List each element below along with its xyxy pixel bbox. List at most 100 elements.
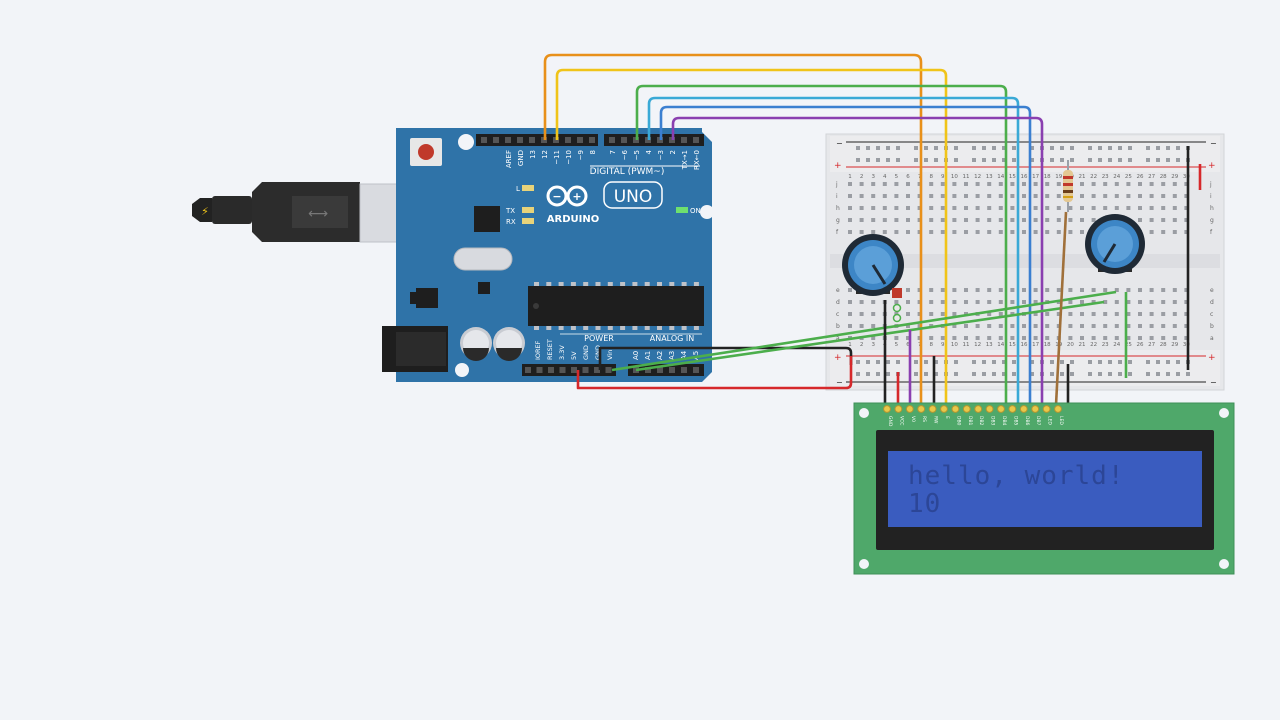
rail-hole[interactable]	[934, 146, 938, 150]
header-hole[interactable]	[582, 367, 589, 373]
breadboard-hole[interactable]	[917, 206, 922, 210]
breadboard-hole[interactable]	[1114, 324, 1119, 328]
breadboard-hole[interactable]	[1010, 206, 1015, 210]
breadboard-hole[interactable]	[929, 218, 934, 222]
breadboard-hole[interactable]	[1138, 312, 1142, 316]
rail-hole[interactable]	[1108, 372, 1112, 376]
breadboard-hole[interactable]	[1172, 288, 1177, 292]
breadboard-hole[interactable]	[848, 194, 852, 198]
rail-hole[interactable]	[856, 158, 860, 162]
rail-hole[interactable]	[866, 158, 870, 162]
rail-hole[interactable]	[914, 372, 918, 376]
header-hole[interactable]	[693, 367, 699, 373]
header-hole[interactable]	[693, 137, 699, 143]
header-hole[interactable]	[657, 367, 663, 373]
breadboard-hole[interactable]	[871, 230, 876, 234]
lcd-pin[interactable]	[1031, 405, 1040, 413]
rail-hole[interactable]	[982, 372, 986, 376]
header-hole[interactable]	[605, 367, 612, 373]
breadboard-hole[interactable]	[940, 194, 945, 198]
breadboard-hole[interactable]	[848, 218, 852, 222]
breadboard-hole[interactable]	[1080, 182, 1084, 186]
breadboard-hole[interactable]	[1161, 218, 1166, 222]
wire-green-analog-1[interactable]	[611, 290, 1117, 372]
breadboard-hole[interactable]	[1149, 194, 1154, 198]
rail-hole[interactable]	[1176, 372, 1180, 376]
rail-hole[interactable]	[924, 146, 928, 150]
rail-hole[interactable]	[954, 372, 958, 376]
header-hole[interactable]	[517, 137, 523, 143]
rail-hole[interactable]	[1166, 146, 1170, 150]
header-hole[interactable]	[681, 367, 687, 373]
breadboard-hole[interactable]	[1103, 300, 1108, 304]
breadboard-hole[interactable]	[871, 336, 876, 340]
breadboard-hole[interactable]	[917, 218, 922, 222]
breadboard-hole[interactable]	[1056, 218, 1061, 222]
header-hole[interactable]	[525, 367, 531, 373]
rail-hole[interactable]	[866, 372, 870, 376]
rail-hole[interactable]	[992, 372, 996, 376]
rail-hole[interactable]	[982, 158, 986, 162]
rail-hole[interactable]	[856, 146, 860, 150]
breadboard-hole[interactable]	[1033, 324, 1038, 328]
breadboard-hole[interactable]	[882, 230, 887, 234]
rail-hole[interactable]	[914, 360, 918, 364]
rail-hole[interactable]	[1098, 158, 1102, 162]
breadboard-hole[interactable]	[940, 312, 945, 316]
breadboard-hole[interactable]	[848, 312, 852, 316]
breadboard-hole[interactable]	[1126, 312, 1131, 316]
breadboard-hole[interactable]	[1022, 194, 1026, 198]
rail-hole[interactable]	[1030, 158, 1034, 162]
breadboard-hole[interactable]	[1068, 218, 1073, 222]
rail-hole[interactable]	[1060, 158, 1064, 162]
breadboard-hole[interactable]	[1056, 182, 1061, 186]
breadboard-hole[interactable]	[929, 336, 934, 340]
rail-hole[interactable]	[1118, 372, 1122, 376]
lcd-pin[interactable]	[962, 405, 971, 413]
breadboard-hole[interactable]	[1172, 194, 1177, 198]
breadboard-hole[interactable]	[906, 182, 910, 186]
wire-green-d5[interactable]	[635, 84, 1008, 405]
breadboard-hole[interactable]	[987, 300, 992, 304]
breadboard-hole[interactable]	[998, 230, 1003, 234]
breadboard-hole[interactable]	[964, 218, 968, 222]
breadboard-hole[interactable]	[1091, 312, 1096, 316]
rail-hole[interactable]	[1156, 158, 1160, 162]
breadboard-hole[interactable]	[1161, 300, 1166, 304]
breadboard-hole[interactable]	[964, 288, 968, 292]
breadboard-hole[interactable]	[1068, 206, 1073, 210]
breadboard-hole[interactable]	[1172, 182, 1177, 186]
breadboard-hole[interactable]	[1080, 194, 1084, 198]
breadboard-hole[interactable]	[1184, 300, 1189, 304]
rail-hole[interactable]	[896, 158, 900, 162]
rail-hole[interactable]	[1060, 146, 1064, 150]
rail-hole[interactable]	[934, 158, 938, 162]
breadboard-hole[interactable]	[1010, 300, 1015, 304]
breadboard-hole[interactable]	[1184, 336, 1189, 340]
breadboard-hole[interactable]	[1161, 336, 1166, 340]
header-hole[interactable]	[645, 367, 651, 373]
breadboard-hole[interactable]	[1022, 300, 1026, 304]
breadboard-hole[interactable]	[1010, 182, 1015, 186]
breadboard-hole[interactable]	[975, 300, 980, 304]
wire-green-analog-2[interactable]	[635, 300, 1105, 372]
rail-hole[interactable]	[914, 158, 918, 162]
breadboard-hole[interactable]	[998, 182, 1003, 186]
rail-hole[interactable]	[1088, 146, 1092, 150]
rail-hole[interactable]	[972, 360, 976, 364]
rail-hole[interactable]	[1166, 360, 1170, 364]
breadboard-hole[interactable]	[1172, 218, 1177, 222]
rail-hole[interactable]	[866, 360, 870, 364]
rail-hole[interactable]	[1070, 360, 1074, 364]
breadboard-hole[interactable]	[1138, 194, 1142, 198]
breadboard-hole[interactable]	[1045, 230, 1050, 234]
rail-hole[interactable]	[1050, 360, 1054, 364]
breadboard-hole[interactable]	[987, 324, 992, 328]
breadboard-hole[interactable]	[998, 206, 1003, 210]
breadboard-hole[interactable]	[1184, 218, 1189, 222]
rail-hole[interactable]	[1012, 146, 1016, 150]
breadboard-hole[interactable]	[859, 218, 864, 222]
breadboard-hole[interactable]	[1114, 206, 1119, 210]
breadboard-hole[interactable]	[1010, 336, 1015, 340]
breadboard-hole[interactable]	[929, 288, 934, 292]
